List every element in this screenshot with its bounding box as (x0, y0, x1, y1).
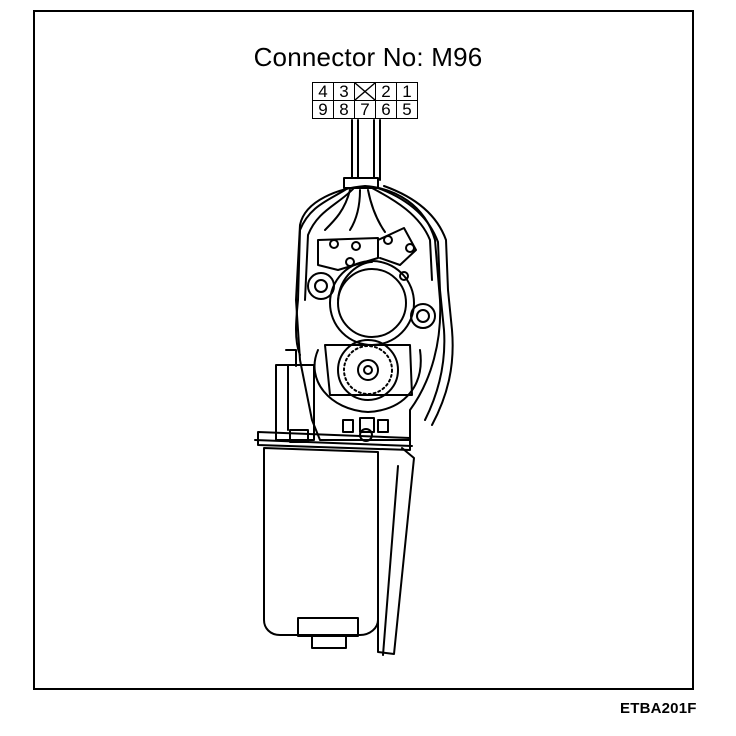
connector-title: Connector No: M96 (253, 42, 483, 72)
figure-code: ETBA201F (620, 700, 697, 717)
terminal-block (342, 417, 389, 442)
mounting-flange (254, 431, 413, 451)
glass-channel (377, 447, 415, 656)
pin-cell: 5 (396, 100, 418, 119)
side-connector (275, 349, 315, 443)
connector-bottom-row: 9 8 7 6 5 (312, 100, 418, 119)
motor-body (263, 447, 379, 649)
connector-pin-layout: 4 3 2 1 9 8 7 6 5 (312, 82, 418, 119)
wire-harness (295, 119, 454, 426)
lower-gear (313, 339, 422, 413)
diagram-frame (33, 10, 694, 690)
empty-pin-cell (354, 82, 376, 101)
mounting-boss-right (410, 303, 436, 329)
worm-wheel (329, 260, 415, 346)
pin-cell: 7 (354, 100, 376, 119)
cross-mark-icon (355, 83, 375, 100)
